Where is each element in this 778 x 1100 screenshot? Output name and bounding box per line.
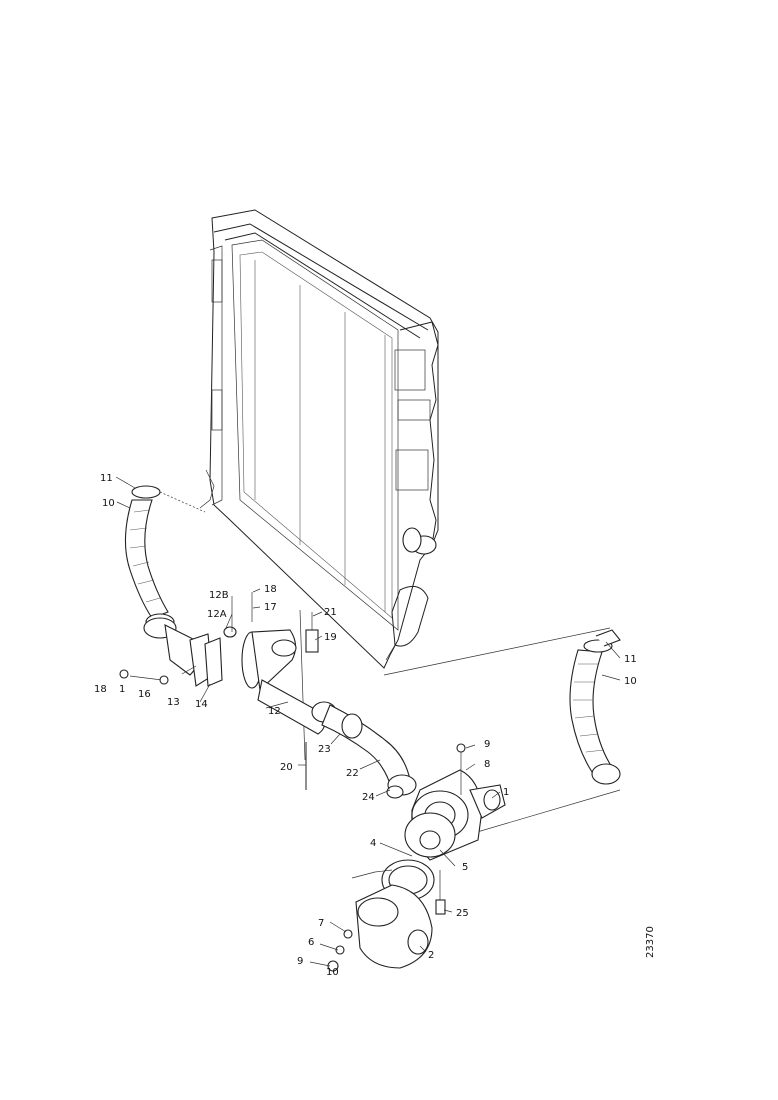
label-2: 2 <box>428 950 434 961</box>
pump-cover <box>327 859 435 972</box>
radiator <box>199 209 439 669</box>
label-11-right: 11 <box>624 654 637 665</box>
label-19: 19 <box>324 632 337 643</box>
label-4: 4 <box>370 838 376 849</box>
label-23: 23 <box>318 744 331 755</box>
label-21: 21 <box>324 607 337 618</box>
label-24: 24 <box>362 792 375 803</box>
water-pump <box>404 743 506 915</box>
label-1-small: 1 <box>119 684 125 695</box>
part-labels: 11 10 12B 12A 18 17 21 19 18 1 16 13 14 … <box>94 473 637 978</box>
label-1: 1 <box>503 787 509 798</box>
label-8-top: 8 <box>484 759 490 770</box>
label-12B: 12B <box>209 590 229 601</box>
label-18-bottom: 18 <box>94 684 107 695</box>
label-17: 17 <box>264 602 277 613</box>
drawing-reference-number: 23370 <box>645 926 656 958</box>
label-7: 7 <box>318 918 324 929</box>
upper-hose-right <box>569 629 621 785</box>
label-9-top: 9 <box>484 739 490 750</box>
label-20: 20 <box>280 762 293 773</box>
label-13: 13 <box>167 697 180 708</box>
lower-hose <box>311 701 417 799</box>
label-leaders <box>115 476 621 967</box>
label-10-left: 10 <box>102 498 115 509</box>
label-18-top: 18 <box>264 584 277 595</box>
label-5: 5 <box>462 862 468 873</box>
label-16: 16 <box>138 689 151 700</box>
thermostat-housing <box>119 592 326 790</box>
label-12: 12 <box>268 706 281 717</box>
label-9-bottom: 9 <box>297 956 303 967</box>
label-10-bottom: 10 <box>326 967 339 978</box>
label-25: 25 <box>456 908 469 919</box>
upper-hose-left <box>124 485 175 631</box>
label-10-right: 10 <box>624 676 637 687</box>
label-6: 6 <box>308 937 314 948</box>
label-12A: 12A <box>207 609 227 620</box>
connector-lines <box>159 491 621 841</box>
label-14: 14 <box>195 699 208 710</box>
label-11-left: 11 <box>100 473 113 484</box>
label-22: 22 <box>346 768 359 779</box>
